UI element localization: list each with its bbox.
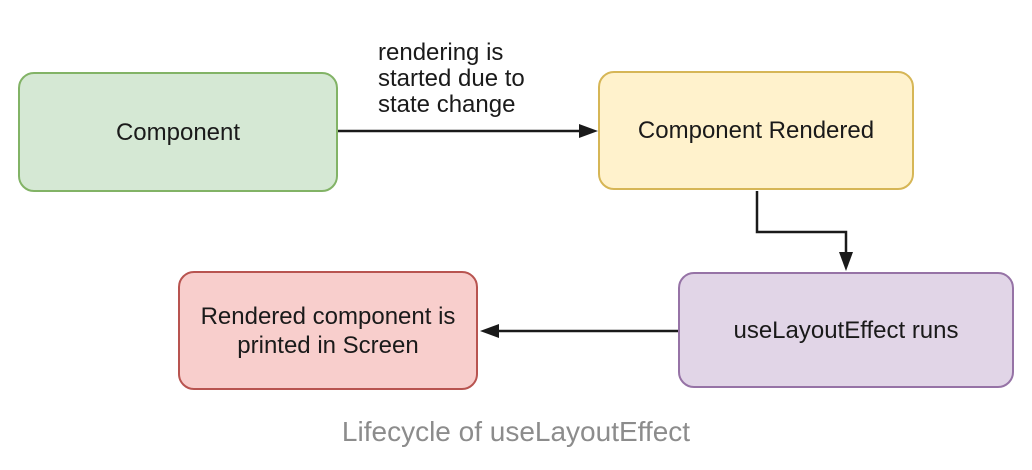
node-component-label: Component — [115, 118, 241, 146]
edge-label-line3: state change — [378, 91, 516, 118]
node-uselayouteffect-runs: useLayoutEffect runs — [678, 272, 1014, 388]
node-uselayouteffect-runs-label: useLayoutEffect runs — [733, 316, 959, 344]
node-rendered-printed-line2: printed in Screen — [237, 331, 419, 359]
edge-label-rendering-started: rendering is started due to state change — [378, 40, 525, 118]
diagram-caption: Lifecycle of useLayoutEffect — [341, 416, 691, 447]
node-component: Component — [18, 72, 338, 192]
node-rendered-component-printed: Rendered component is printed in Screen — [178, 271, 478, 390]
edge-label-line2: started due to — [378, 65, 525, 92]
edge-label-line1: rendering is — [378, 39, 504, 66]
edge-line — [755, 191, 848, 254]
node-component-rendered-label: Component Rendered — [637, 117, 875, 144]
edge-uselayouteffect-to-printed — [480, 324, 678, 338]
edge-component-to-rendered — [338, 124, 598, 138]
arrowhead-down-icon — [839, 252, 853, 271]
edge-rendered-to-uselayouteffect — [755, 191, 853, 271]
node-component-rendered: Component Rendered — [598, 71, 914, 190]
arrowhead-right-icon — [579, 124, 598, 138]
node-rendered-printed-line1: Rendered component is — [200, 302, 456, 330]
arrowhead-left-icon — [480, 324, 499, 338]
node-rendered-component-printed-label: Rendered component is printed in Screen — [201, 302, 456, 360]
